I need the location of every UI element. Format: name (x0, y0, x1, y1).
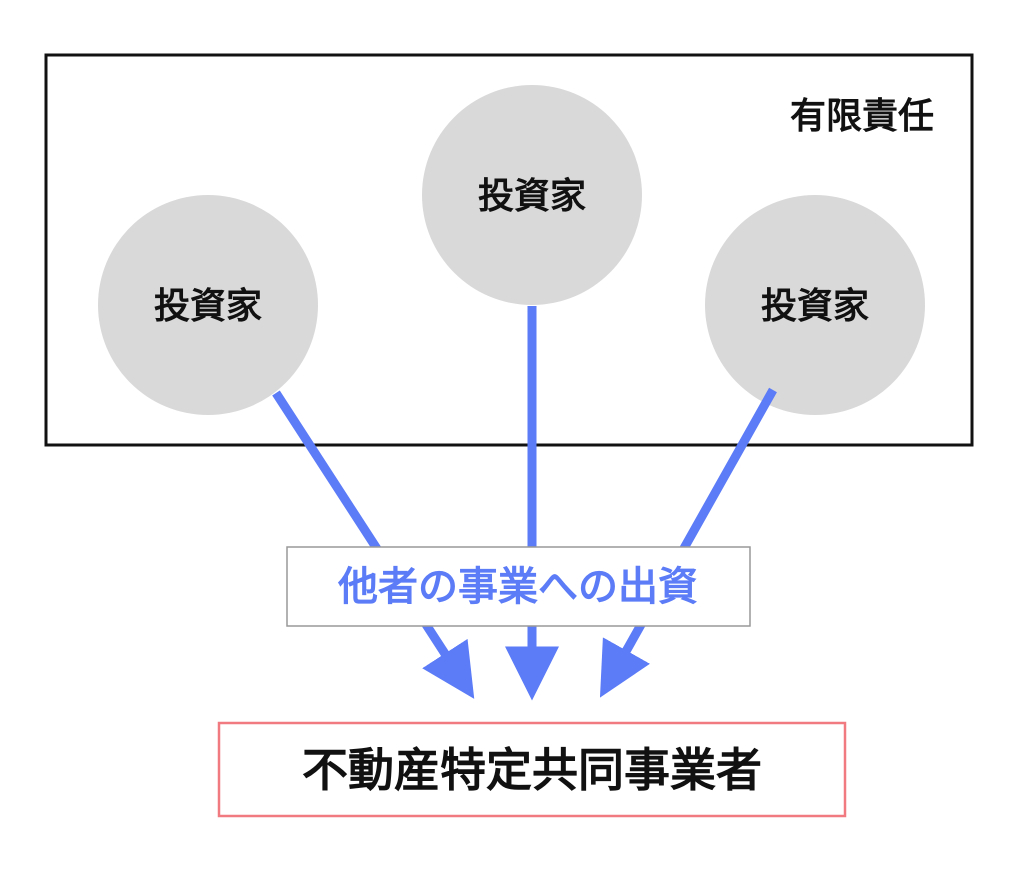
target-label: 不動産特定共同事業者 (302, 743, 762, 797)
target-box (217, 721, 847, 818)
investor-label-right: 投資家 (761, 286, 869, 327)
arrow-right (599, 387, 777, 698)
investor-label-center: 投資家 (478, 176, 586, 217)
investor-circle-right (705, 195, 925, 415)
arrow-left (272, 390, 475, 699)
flow-label-box (286, 546, 751, 627)
flow-label: 他者の事業への出資 (337, 564, 698, 610)
investor-label-left: 投資家 (154, 286, 262, 327)
investor-circle-left (98, 195, 318, 415)
limited-liability-label: 有限責任 (790, 96, 934, 137)
investor-circle-center (422, 85, 642, 305)
